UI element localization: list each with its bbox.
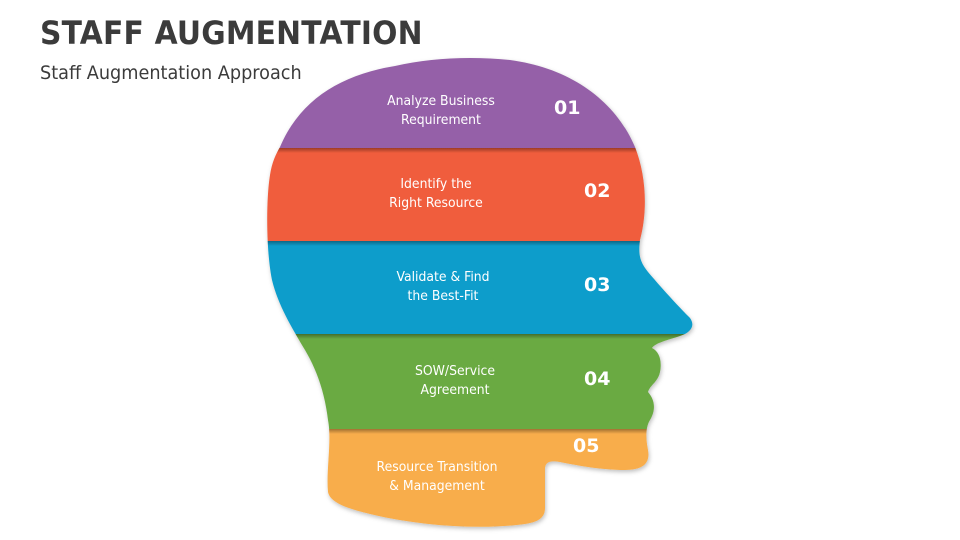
band-2 (267, 148, 693, 241)
band-3 (267, 241, 693, 334)
step-2-label: Identify the Right Resource (389, 176, 483, 211)
separator-1 (267, 148, 693, 153)
step-2-number: 02 (584, 180, 611, 202)
step-3-label: Validate & Find the Best-Fit (396, 269, 490, 304)
step-3-number: 03 (584, 274, 611, 296)
band-4 (267, 334, 693, 429)
separator-4 (267, 429, 693, 434)
step-5-number: 05 (573, 435, 600, 457)
separator-3 (267, 334, 693, 339)
page-subtitle: Staff Augmentation Approach (40, 62, 302, 84)
step-5-label: Resource Transition & Management (376, 459, 498, 494)
step-4-number: 04 (584, 368, 611, 390)
step-1-label: Analyze Business Requirement (387, 93, 495, 128)
page-title: STAFF AUGMENTATION (40, 14, 423, 52)
separator-2 (267, 241, 693, 246)
step-4-label: SOW/Service Agreement (414, 363, 496, 398)
step-1-number: 01 (554, 97, 581, 119)
